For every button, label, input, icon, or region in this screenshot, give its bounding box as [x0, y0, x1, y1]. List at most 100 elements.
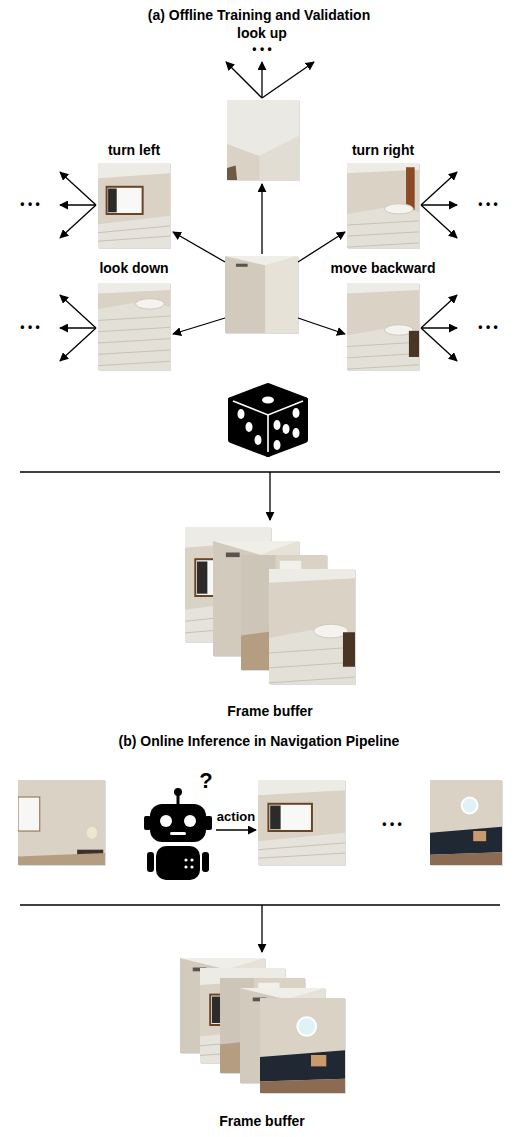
- window-shade: [197, 562, 207, 594]
- robot-head: [150, 804, 206, 842]
- arrow-line: [421, 204, 457, 205]
- bed-texture: [347, 232, 419, 236]
- view-node: turn right: [347, 140, 419, 248]
- room-photo: [227, 100, 299, 180]
- arrow-line: [60, 327, 96, 328]
- wall: [269, 569, 355, 684]
- robot-icon: [144, 788, 212, 880]
- bed-texture: [347, 342, 419, 346]
- wall: [347, 283, 419, 370]
- door-frame: [406, 167, 415, 210]
- window: [18, 797, 40, 831]
- photo-shadow: [431, 781, 503, 866]
- bed-texture: [347, 243, 419, 247]
- bed-texture: [98, 226, 170, 241]
- divider-line: [20, 471, 500, 472]
- pillow: [384, 204, 413, 214]
- robot-eye: [160, 815, 172, 827]
- arrow-line: [173, 318, 225, 334]
- nightstand: [343, 632, 355, 667]
- wall-right: [259, 136, 299, 180]
- dice-icon: [231, 386, 305, 454]
- bed-texture: [258, 843, 345, 858]
- wall-right: [265, 256, 298, 333]
- dice-pip: [238, 409, 245, 419]
- wall: [98, 283, 170, 370]
- node-label: Frame buffer: [219, 1113, 305, 1129]
- wall: [225, 256, 298, 333]
- bed-texture: [98, 316, 170, 320]
- bed: [258, 833, 345, 865]
- photo-shadow: [19, 781, 106, 866]
- dice-pip: [262, 397, 274, 404]
- robot-antenna-tip: [174, 788, 182, 796]
- photo-shadow: [261, 999, 346, 1094]
- room-photo: [347, 283, 419, 370]
- arrow-line: [298, 232, 345, 262]
- cushion: [311, 1055, 326, 1066]
- robot-body: [156, 846, 200, 880]
- wall: [347, 163, 419, 248]
- dice-pip: [274, 420, 281, 430]
- bed-texture: [269, 647, 355, 653]
- ceiling: [258, 780, 345, 795]
- wall-left: [225, 256, 265, 333]
- floor: [18, 853, 105, 865]
- robot-ear: [144, 816, 151, 830]
- couch: [260, 1050, 345, 1081]
- arrow-line: [421, 295, 457, 328]
- robot-arm: [147, 852, 154, 872]
- photo-shadow: [348, 284, 420, 371]
- ellipsis-dots: • • •: [252, 43, 271, 57]
- dice-pip: [293, 408, 300, 418]
- ellipsis-dots: • • •: [20, 198, 39, 212]
- ellipsis-dots: • • •: [20, 321, 39, 335]
- nightstand: [409, 331, 419, 357]
- window-shade: [108, 189, 117, 213]
- arrow-line: [261, 62, 262, 98]
- arrow-line: [173, 232, 225, 262]
- bed: [98, 300, 170, 370]
- vent: [236, 264, 248, 267]
- arrow-line: [60, 328, 96, 361]
- window: [268, 804, 312, 831]
- node-label: turn right: [352, 142, 414, 158]
- dice-edge: [233, 401, 303, 452]
- room-photo: [225, 256, 298, 333]
- arrow-line: [421, 327, 457, 328]
- robot-ear: [205, 816, 212, 830]
- dice-pip: [274, 440, 281, 450]
- rug: [430, 852, 502, 865]
- node-label: look up: [237, 25, 287, 41]
- arrow-line: [421, 172, 457, 205]
- bed-texture: [347, 365, 419, 369]
- room-photo: [260, 998, 345, 1093]
- robot-light: [190, 858, 193, 861]
- ellipsis-dots: • • •: [382, 818, 401, 832]
- arrow-line: [60, 172, 96, 205]
- photo-shadow: [270, 570, 356, 685]
- arrow-label: action: [217, 810, 255, 825]
- doorway: [227, 166, 237, 180]
- rug: [260, 1079, 345, 1093]
- arrow-line: [262, 62, 314, 98]
- bed-texture: [269, 677, 355, 683]
- ceiling: [269, 569, 355, 583]
- room-photo: [18, 780, 105, 865]
- dice-pip: [283, 424, 290, 434]
- lamp: [87, 827, 97, 839]
- arrow-line: [421, 328, 457, 361]
- dice-pip: [293, 428, 300, 438]
- photo-shadow: [259, 781, 346, 866]
- arrow-line: [226, 62, 262, 98]
- arrow-line: [60, 205, 96, 238]
- panel-heading: (b) Online Inference in Navigation Pipel…: [119, 733, 400, 749]
- robot-arm: [202, 852, 209, 872]
- ceiling: [98, 163, 170, 178]
- dice-pip: [255, 435, 262, 445]
- round-window: [297, 1017, 316, 1036]
- photo-shadow: [228, 101, 300, 181]
- ceiling: [347, 283, 419, 293]
